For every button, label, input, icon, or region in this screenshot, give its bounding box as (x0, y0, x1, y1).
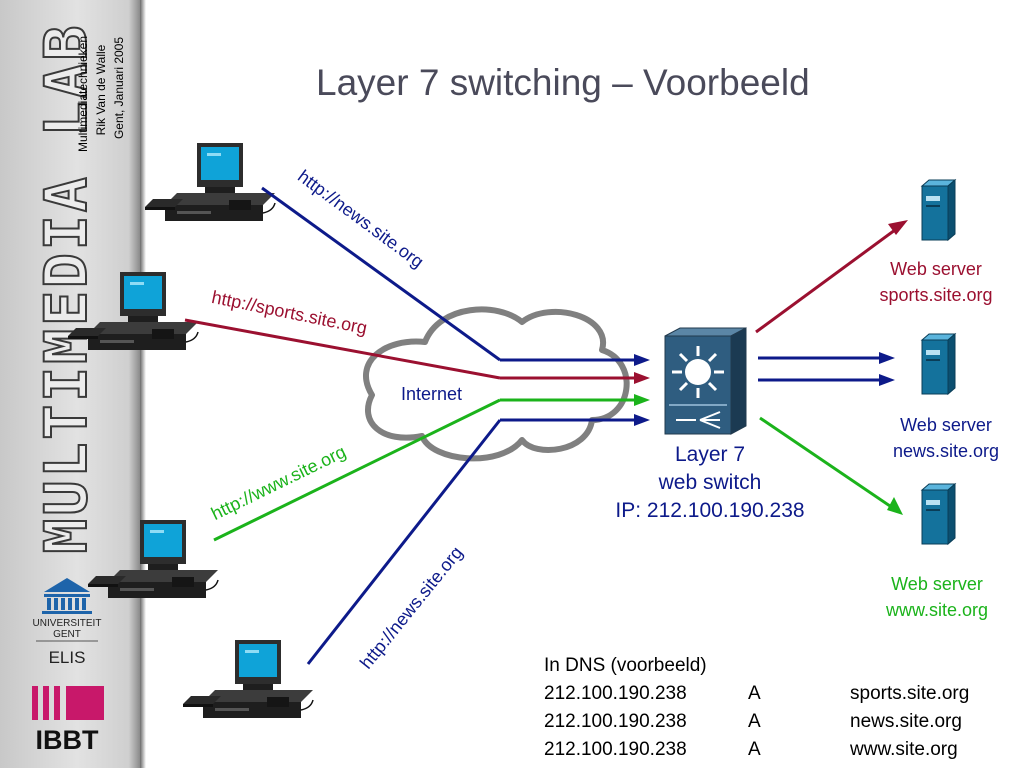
dns-hostname: www.site.org (850, 739, 958, 760)
arrow-to-www-server (887, 497, 903, 515)
arrow-news-1 (634, 354, 650, 366)
arrow-www (634, 394, 650, 406)
dns-row: 212.100.190.238 A sports.site.org (544, 683, 969, 711)
dns-table: In DNS (voorbeeld) 212.100.190.238 A spo… (544, 655, 969, 767)
ibbt-label: IBBT (36, 725, 99, 755)
dns-ip: 212.100.190.238 (544, 683, 687, 704)
dns-ip: 212.100.190.238 (544, 739, 687, 760)
server-label-sports: Web server sports.site.org (854, 256, 1018, 308)
request-line-news-2 (306, 419, 502, 665)
internet-label: Internet (401, 384, 463, 404)
switch-label: Layer 7 web switch IP: 212.100.190.238 (585, 441, 835, 525)
sidebar (0, 0, 140, 768)
dns-record-type: A (748, 683, 761, 704)
client-computer-4 (182, 639, 314, 719)
sidebar-shadow (140, 0, 146, 768)
university-name-line-2: GENT (53, 629, 81, 640)
server-label-www-title: Web server (891, 574, 983, 594)
dns-record-type: A (748, 711, 761, 732)
client-computer-3 (87, 519, 219, 599)
switch-label-line-1: Layer 7 (674, 443, 746, 466)
web-server-www (921, 483, 956, 545)
slide-title: Layer 7 switching – Voorbeeld (316, 62, 810, 103)
dns-record-type: A (748, 739, 761, 760)
request-line-www (213, 398, 501, 542)
dns-row: 212.100.190.238 A news.site.org (544, 711, 962, 739)
request-line-news-1 (261, 186, 501, 362)
web-server-sports (921, 179, 956, 241)
university-ghent-logo (42, 578, 92, 614)
dns-ip: 212.100.190.238 (544, 711, 687, 732)
client-computer-2 (67, 271, 199, 351)
server-label-sports-title: Web server (890, 259, 982, 279)
dns-hostname: sports.site.org (850, 683, 970, 704)
dns-row: 212.100.190.238 A www.site.org (544, 739, 958, 767)
switch-label-line-2: web switch (658, 471, 762, 494)
switch-label-line-3: IP: 212.100.190.238 (615, 499, 805, 522)
arrow-to-sports-server (888, 220, 908, 235)
arrow-to-news-server-2 (879, 374, 895, 386)
layer7-switch-icon (664, 327, 747, 435)
client-computer-1 (144, 142, 276, 222)
server-label-sports-host: sports.site.org (879, 285, 993, 305)
arrow-to-news-server-1 (879, 352, 895, 364)
dns-table-title: In DNS (voorbeeld) (544, 655, 707, 676)
server-label-news: Web server news.site.org (864, 412, 1024, 464)
server-label-news-host: news.site.org (892, 441, 1000, 461)
arrow-news-2 (634, 414, 650, 426)
server-label-www-host: www.site.org (885, 600, 989, 620)
server-label-news-title: Web server (900, 415, 992, 435)
web-server-news (921, 333, 956, 395)
request-line-sports (184, 318, 501, 380)
dns-hostname: news.site.org (850, 711, 962, 732)
server-label-www: Web server www.site.org (855, 571, 1019, 623)
elis-label: ELIS (49, 648, 86, 667)
ibbt-logo (32, 686, 104, 720)
arrow-sports (634, 372, 650, 384)
university-name-line-1: UNIVERSITEIT (33, 618, 102, 629)
